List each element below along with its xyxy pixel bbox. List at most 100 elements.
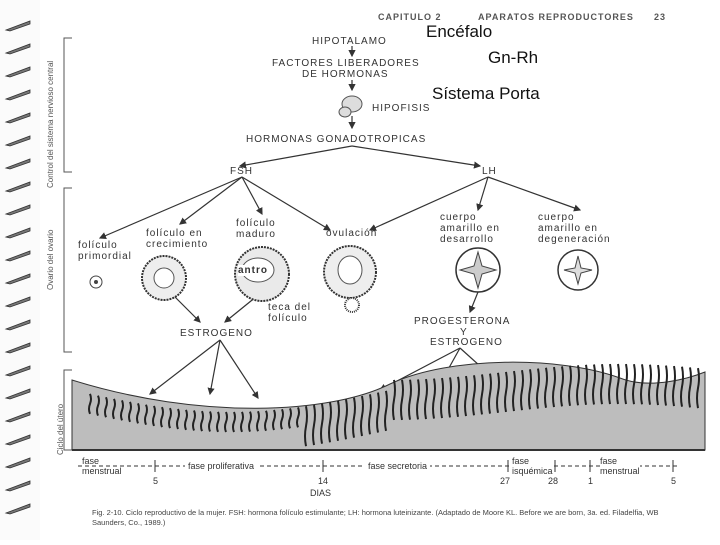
binder-ring: [4, 480, 31, 492]
endometrial-gland: [408, 379, 412, 420]
binder-ring: [4, 365, 31, 377]
day-tick: 28: [548, 476, 559, 486]
endometrial-gland: [424, 378, 428, 420]
endometrial-gland: [680, 366, 684, 407]
endometrial-gland: [416, 379, 420, 420]
estrogen-label-2: ESTROGENO: [430, 337, 503, 348]
binder-ring: [4, 411, 31, 423]
endometrial-gland: [520, 369, 524, 411]
days-axis-label: DIAS: [310, 488, 332, 498]
overlay-sistema-porta: Sístema Porta: [432, 84, 540, 103]
endometrial-gland: [584, 364, 588, 406]
primordial-follicle: [89, 275, 103, 289]
binder-ring: [4, 135, 31, 147]
endometrial-gland: [512, 370, 516, 412]
binder-ring: [4, 319, 31, 331]
endometrial-gland: [200, 410, 204, 432]
endometrial-gland: [472, 375, 476, 416]
endometrial-gland: [504, 371, 508, 413]
section-header: APARATOS REPRODUCTORES: [478, 12, 634, 22]
binder-ring: [4, 342, 31, 354]
endometrium-illustration: [71, 361, 706, 451]
endometrial-gland: [624, 363, 628, 405]
growing-follicle: [141, 255, 187, 301]
endometrial-gland: [592, 364, 596, 405]
endometrial-gland: [192, 410, 196, 431]
endometrial-gland: [216, 411, 220, 433]
lh-label: LH: [482, 166, 497, 177]
endometrial-gland: [360, 395, 364, 437]
endometrial-gland: [616, 363, 620, 405]
endometrial-gland: [640, 364, 644, 405]
phase-secretory: fase secretoria: [365, 461, 431, 471]
endometrial-gland: [88, 393, 92, 415]
corpus-luteum-degenerating: [557, 249, 599, 291]
binder-ring: [4, 457, 31, 469]
endometrial-gland: [392, 379, 396, 421]
endometrial-gland: [312, 404, 316, 446]
ovulating-follicle: [323, 245, 377, 313]
binder-ring: [4, 503, 31, 515]
overlay-encefalo: Encéfalo: [426, 22, 493, 41]
endometrial-gland: [672, 365, 676, 407]
endometrial-gland: [264, 410, 268, 432]
endometrial-gland: [104, 396, 108, 418]
endometrial-gland: [440, 377, 444, 419]
binder-ring: [4, 158, 31, 170]
endometrial-gland: [648, 364, 652, 405]
binder-spine: [0, 0, 40, 540]
endometrial-gland: [600, 364, 604, 405]
hypothalamus-label: HIPOTALAMO: [312, 36, 387, 47]
endometrial-gland: [488, 373, 492, 414]
endometrial-gland: [160, 406, 164, 428]
endometrial-gland: [184, 409, 188, 431]
endometrial-gland: [400, 379, 404, 421]
releasing-factors-label-2: DE HORMONAS: [302, 69, 389, 80]
endometrial-gland: [448, 377, 452, 418]
endometrial-gland: [480, 374, 484, 415]
binder-ring: [4, 227, 31, 239]
day-tick: 27: [500, 476, 511, 486]
endometrial-gland: [568, 365, 572, 406]
endometrial-gland: [384, 390, 388, 432]
binder-ring: [4, 296, 31, 308]
endometrial-gland: [288, 407, 292, 429]
corpus-luteum-developing: [455, 247, 501, 293]
endometrial-gland: [496, 372, 500, 413]
endometrial-gland: [456, 376, 460, 417]
endometrial-gland: [368, 394, 372, 435]
endometrial-gland: [560, 366, 564, 407]
endometrial-gland: [168, 407, 172, 429]
binder-ring: [4, 388, 31, 400]
endometrial-gland: [656, 364, 660, 406]
endometrial-gland: [96, 395, 100, 416]
endometrial-gland: [432, 378, 436, 419]
endometrial-gland: [688, 367, 692, 408]
binder-ring: [4, 66, 31, 78]
endometrial-gland: [664, 365, 668, 406]
endometrial-gland: [232, 411, 236, 433]
endometrial-gland: [144, 404, 148, 426]
gonadotropic-label: HORMONAS GONADOTROPICAS: [246, 134, 427, 145]
day-tick: 5: [671, 476, 677, 486]
endometrial-gland: [344, 399, 348, 440]
figure-caption: Fig. 2-10. Ciclo reproductivo de la muje…: [92, 508, 659, 527]
endometrial-gland: [120, 400, 124, 421]
endometrial-gland: [128, 401, 132, 423]
endometrial-gland: [280, 408, 284, 430]
ovulation-label: ovulación: [326, 228, 378, 239]
binder-ring: [4, 20, 31, 32]
endometrial-gland: [464, 375, 468, 417]
estrogen-label: ESTROGENO: [180, 328, 253, 339]
binder-rings: [4, 20, 31, 515]
releasing-factors-label-1: FACTORES LIBERADORES: [272, 58, 420, 69]
endometrial-gland: [576, 365, 580, 406]
endometrial-gland: [336, 400, 340, 442]
